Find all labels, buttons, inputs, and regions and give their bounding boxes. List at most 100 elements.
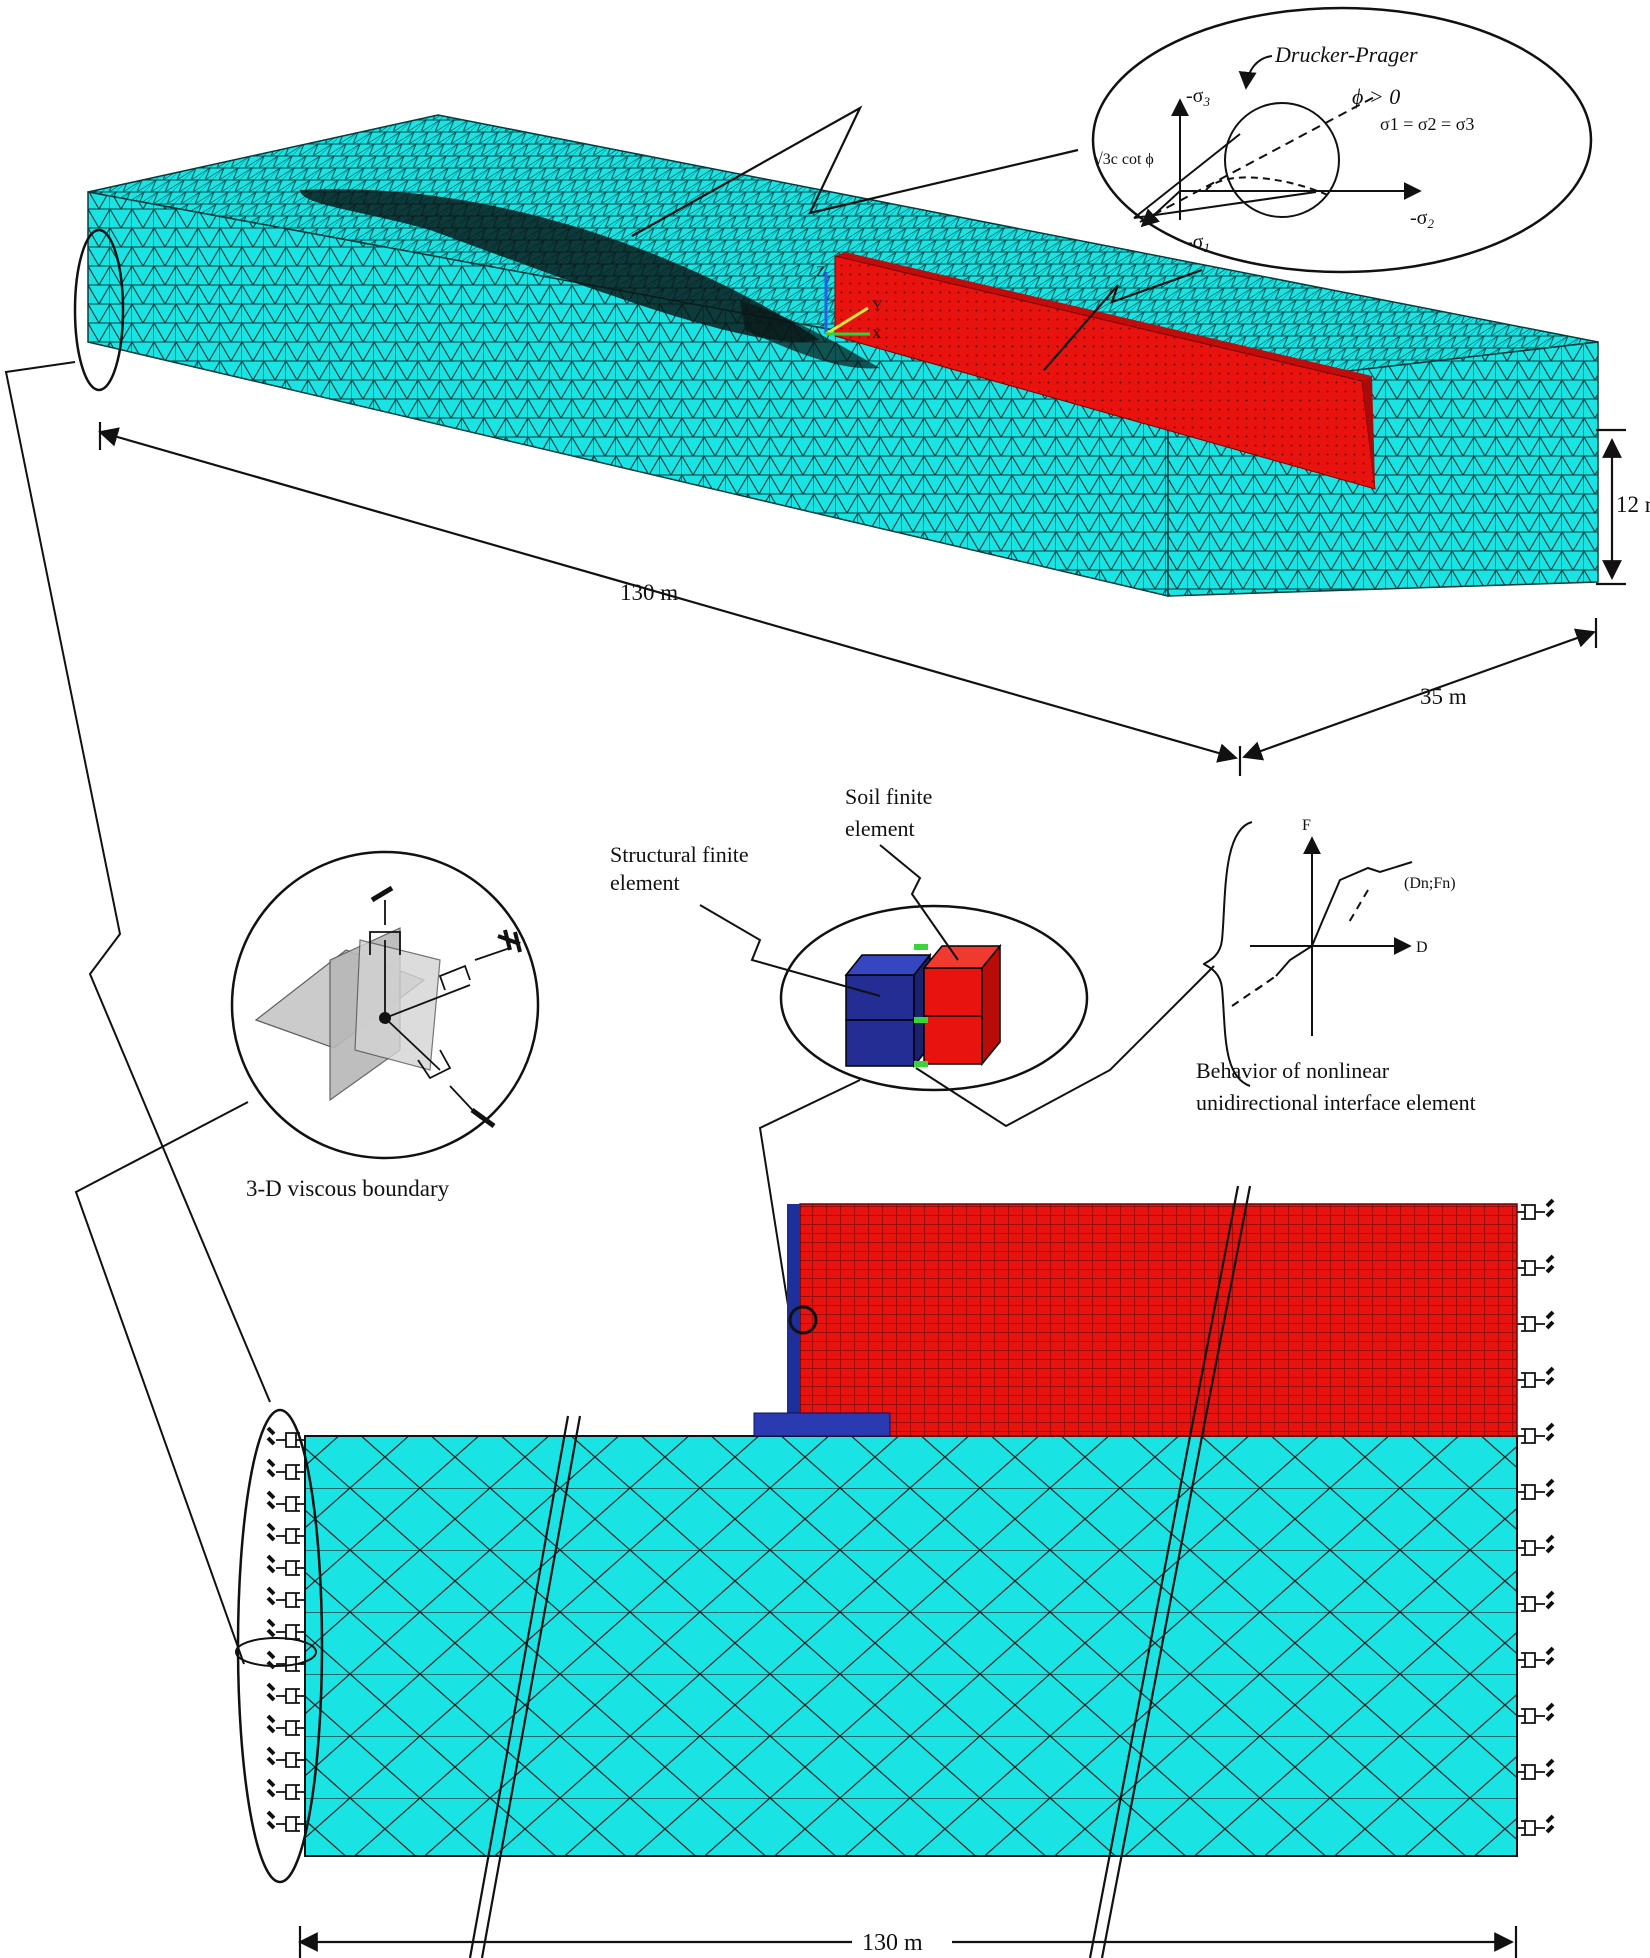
- viscous-boundary-inset: 3-D viscous boundary: [230, 850, 540, 1201]
- dashpot-icon: [1517, 1764, 1545, 1780]
- fixed-support-icon: [266, 1714, 276, 1734]
- dashpot-icon: [1517, 1708, 1545, 1724]
- dashpot-icon: [276, 1688, 304, 1704]
- interface-caption-1: Behavior of nonlinear: [1196, 1058, 1390, 1083]
- mesh-refinement-zone: [300, 189, 820, 342]
- criterion-name: Drucker-Prager: [1274, 42, 1418, 67]
- interface-unload: [1347, 889, 1369, 925]
- fixed-support-icon: [1545, 1422, 1555, 1442]
- sigma1-label: -σ1: [1186, 231, 1210, 255]
- fixed-support-icon: [266, 1682, 276, 1702]
- fixed-support-icon: [266, 1554, 276, 1574]
- fixed-support-icon: [1545, 1366, 1555, 1386]
- dashpot-icon: [1517, 1484, 1545, 1500]
- length-label-2d: 130 m: [862, 1930, 923, 1956]
- leader-lines-top: [631, 105, 1203, 371]
- dashpot-highlight-ellipse: [235, 1637, 317, 1667]
- model-3d: Z Y X 130 m 35 m 12 m: [73, 114, 1650, 776]
- break-lines: [468, 1185, 1252, 1958]
- width-label-3d: 35 m: [1420, 684, 1467, 709]
- dashpot-icon: [276, 1464, 304, 1480]
- y-axis-label: Y: [872, 298, 883, 314]
- left-dashpots: [266, 1426, 304, 1832]
- fixed-support-icon: [1545, 1758, 1555, 1778]
- dashpot-icon: [276, 1560, 304, 1576]
- dashpot-icon: [1517, 1316, 1545, 1332]
- plane-c: [354, 939, 441, 1071]
- d-axis-label: D: [1416, 939, 1428, 956]
- structural-label-2: element: [610, 870, 680, 895]
- structural-cubes: [844, 952, 932, 1069]
- yield-circle: [1224, 102, 1340, 218]
- f-axis-label: F: [1302, 817, 1311, 834]
- yield-circle-back: [1205, 176, 1331, 197]
- dashpot-icon: [1517, 1596, 1545, 1612]
- soil-leader: [879, 844, 959, 961]
- fixed-support-icon: [1545, 1702, 1555, 1722]
- wall-footing: [753, 1412, 891, 1437]
- leader-lines-left: [4, 361, 271, 1665]
- fixed-support-icon: [1545, 1534, 1555, 1554]
- dashpot-icon: [1517, 1652, 1545, 1668]
- sigma2-label: -σ2: [1410, 207, 1434, 231]
- drucker-prager-pointer: [1238, 55, 1273, 90]
- sigma3-label: -σ3: [1186, 85, 1210, 109]
- depth-label-3d: 12 m: [1616, 492, 1650, 517]
- dim-width-3d: [1242, 618, 1598, 761]
- mesh-refinement-tail: [740, 300, 880, 369]
- cone-edge-lower: [1133, 191, 1317, 219]
- dashpot-icon: [276, 1752, 304, 1768]
- interface-leader: [915, 965, 1215, 1128]
- fixed-support-icon: [266, 1426, 276, 1446]
- boundary-ellipse-3d: [73, 228, 125, 392]
- interface-caption-2: unidirectional interface element: [1196, 1090, 1476, 1115]
- fixed-support-icon: [266, 1650, 276, 1670]
- interface-behavior-inset: F D (Dn;Fn) Behavior of nonlinear unidir…: [1196, 817, 1476, 1115]
- dashpot-icon: [276, 1656, 304, 1672]
- drucker-prager-inset: Drucker-Prager ϕ > 0 σ1 = σ2 = σ3 √3c co…: [1091, 6, 1593, 274]
- soil-cubes: [922, 943, 1002, 1067]
- phi-condition: ϕ > 0: [1352, 84, 1400, 109]
- fixed-support-icon: [1545, 1254, 1555, 1274]
- soil-foundation: [304, 1435, 1518, 1857]
- fixed-support-icon: [1545, 1646, 1555, 1666]
- dashpot-icon: [276, 1816, 304, 1832]
- dashpot-icon: [276, 1432, 304, 1448]
- x-axis-label: X: [872, 326, 882, 341]
- fixed-support-icon: [266, 1586, 276, 1606]
- right-dashpots: [1517, 1198, 1555, 1836]
- hydrostatic-label: σ1 = σ2 = σ3: [1380, 114, 1474, 134]
- point-label: (Dn;Fn): [1404, 875, 1456, 892]
- structural-label-1: Structural finite: [610, 842, 749, 867]
- boundary-caption: 3-D viscous boundary: [246, 1176, 450, 1201]
- dashpot-icon: [1517, 1204, 1545, 1220]
- fixed-support-icon: [1545, 1590, 1555, 1610]
- dashpot-icon: [1517, 1540, 1545, 1556]
- dashpot-icon: [276, 1784, 304, 1800]
- structural-leader: [699, 904, 881, 997]
- soil-label-1: Soil finite: [845, 784, 932, 809]
- cube-to-section-leader: [758, 1079, 861, 1319]
- dashpot-icon: [1517, 1820, 1545, 1836]
- interface-curve-dashed: [1231, 975, 1277, 1007]
- fixed-support-icon: [1545, 1310, 1555, 1330]
- fixed-support-icon: [266, 1746, 276, 1766]
- sigma1-axis: [1140, 190, 1181, 228]
- backfill-block-top: [835, 252, 1372, 381]
- length-label-bg: [852, 1926, 952, 1956]
- support-hatch-right: [497, 929, 522, 953]
- fixed-support-icon: [1545, 1198, 1555, 1218]
- dashpot-icon: [1517, 1372, 1545, 1388]
- fixed-support-icon: [1545, 1814, 1555, 1834]
- backfill-mesh: [799, 1203, 1518, 1437]
- support-hatch-down: [470, 1107, 496, 1129]
- apex-label: √3c cot ϕ: [1094, 151, 1154, 168]
- fixed-support-icon: [266, 1618, 276, 1638]
- interface-brace: [1202, 821, 1253, 1087]
- soil-label-2: element: [845, 816, 915, 841]
- fixed-support-icon: [266, 1458, 276, 1478]
- z-axis-label: Z: [816, 264, 825, 280]
- left-boundary-ellipse: [236, 1408, 324, 1884]
